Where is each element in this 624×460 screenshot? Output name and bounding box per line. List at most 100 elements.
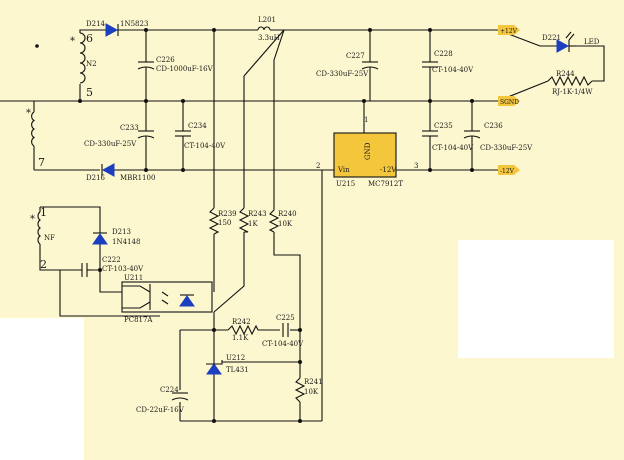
d216-diode xyxy=(101,163,115,177)
c226-plate-b xyxy=(137,66,155,70)
reg-part: MC7912T xyxy=(368,180,403,188)
junction-dot xyxy=(298,360,302,364)
r241-val: 10K xyxy=(304,388,319,396)
d213-diode xyxy=(92,233,108,245)
wire-top-rail xyxy=(79,29,106,33)
junction-dot xyxy=(298,419,302,423)
wire-r243-bot xyxy=(213,232,245,313)
tag-sgnd-label: SGND xyxy=(500,99,519,106)
tag-plus12-shape xyxy=(498,25,520,35)
c224-val: CD-22uF-16V xyxy=(136,406,185,414)
r244-resistor xyxy=(547,75,593,87)
c233-plate-b xyxy=(137,135,155,139)
l201-inductor xyxy=(257,26,271,31)
winding-number-5: 5 xyxy=(86,86,93,99)
junction-dot xyxy=(212,328,216,332)
wire-to-opto xyxy=(99,270,122,293)
opto-part: PC817A xyxy=(124,316,153,324)
n2-winding xyxy=(79,32,86,84)
opto-emitter xyxy=(122,301,151,309)
c228-gap xyxy=(422,62,438,67)
d214-val: 1N5823 xyxy=(120,20,148,28)
wire-nf-bot xyxy=(39,250,82,271)
c227-val: CD-330uF-25V xyxy=(316,70,369,78)
tl431-part: TL431 xyxy=(226,366,249,374)
c222-ref: C222 xyxy=(102,256,121,264)
reg-pin2: 2 xyxy=(316,162,320,170)
r242-ref: R242 xyxy=(232,318,251,326)
c227-gap xyxy=(362,62,378,67)
resistors xyxy=(208,75,593,403)
c233-ref: C233 xyxy=(120,124,139,132)
winding-number-6: 6 xyxy=(86,32,93,45)
c233-gap xyxy=(138,131,154,136)
r243-val: 1K xyxy=(248,220,258,228)
junction-dot xyxy=(78,99,82,103)
opto-light-arrows xyxy=(161,291,169,305)
c226-val: CD-1000uF-16V xyxy=(156,65,214,73)
c233-val: CD-330uF-25V xyxy=(84,140,137,148)
junction-dot xyxy=(298,328,302,332)
c236-ref: C236 xyxy=(484,122,503,130)
reg-vin: Vin xyxy=(337,166,350,174)
junction-dot xyxy=(144,168,148,172)
regulator-ic xyxy=(334,133,396,177)
d221-led xyxy=(556,39,570,53)
r244-val: RJ-1K-1/4W xyxy=(552,88,593,96)
white-patch-left xyxy=(0,318,84,460)
nf-winding xyxy=(37,211,41,245)
winding-number-1: 1 xyxy=(40,206,47,219)
r243-resistor xyxy=(238,207,250,233)
junction-dot xyxy=(470,99,474,103)
wire-slant-1 xyxy=(243,29,285,77)
c225-val: CT-104-40V xyxy=(262,340,304,348)
c235-ref: C235 xyxy=(434,122,453,130)
c227-ref: C227 xyxy=(346,52,365,60)
r240-ref: R240 xyxy=(278,210,297,218)
junction-dot xyxy=(470,168,474,172)
regulator-ic-border xyxy=(333,132,397,178)
reg-pin3: 3 xyxy=(414,162,418,170)
c227-plate-b xyxy=(361,66,379,70)
c222-val: CT-103-40V xyxy=(102,265,144,273)
label-nf: NF xyxy=(44,234,55,242)
r243-ref: R243 xyxy=(248,210,267,218)
tag-plus12-label: +12V xyxy=(500,28,518,35)
junction-dot xyxy=(362,99,366,103)
optocoupler-box xyxy=(121,281,213,313)
label-n2: N2 xyxy=(86,60,97,68)
c236-val: CD-330uF-25V xyxy=(480,144,533,152)
winding-number-7: 7 xyxy=(38,156,45,169)
wires xyxy=(0,29,605,422)
junction-dots xyxy=(35,28,474,423)
c226-gap xyxy=(138,62,154,67)
c235-val: CT-104-40V xyxy=(432,144,474,152)
tl431-ref: U212 xyxy=(226,354,245,362)
wire-nf-top xyxy=(40,206,101,226)
dot-mark-n2: * xyxy=(70,36,75,47)
junction-dot xyxy=(212,419,216,423)
d213-ref: D213 xyxy=(112,228,131,236)
capacitor-plates xyxy=(81,61,481,401)
white-patch xyxy=(458,240,614,358)
junction-dot xyxy=(98,268,102,272)
d214-diode xyxy=(105,23,119,37)
opto-ref: U211 xyxy=(124,274,143,282)
r241-ref: R241 xyxy=(304,378,323,386)
reg-ref: U215 xyxy=(336,180,355,188)
l201-ref: L201 xyxy=(258,16,276,24)
d221-ref: D221 xyxy=(542,34,561,42)
junction-dot xyxy=(144,99,148,103)
r242-val: 1.1K xyxy=(232,334,249,342)
c224-ref: C224 xyxy=(160,386,179,394)
r241-resistor xyxy=(294,377,306,403)
tl431-cathode xyxy=(206,360,223,365)
c226-ref: C226 xyxy=(156,56,175,64)
c234-gap xyxy=(175,131,191,136)
r242-resistor xyxy=(227,324,259,336)
reg-pin1: 1 xyxy=(364,116,368,124)
c234-val: CT-104-40V xyxy=(184,142,226,150)
